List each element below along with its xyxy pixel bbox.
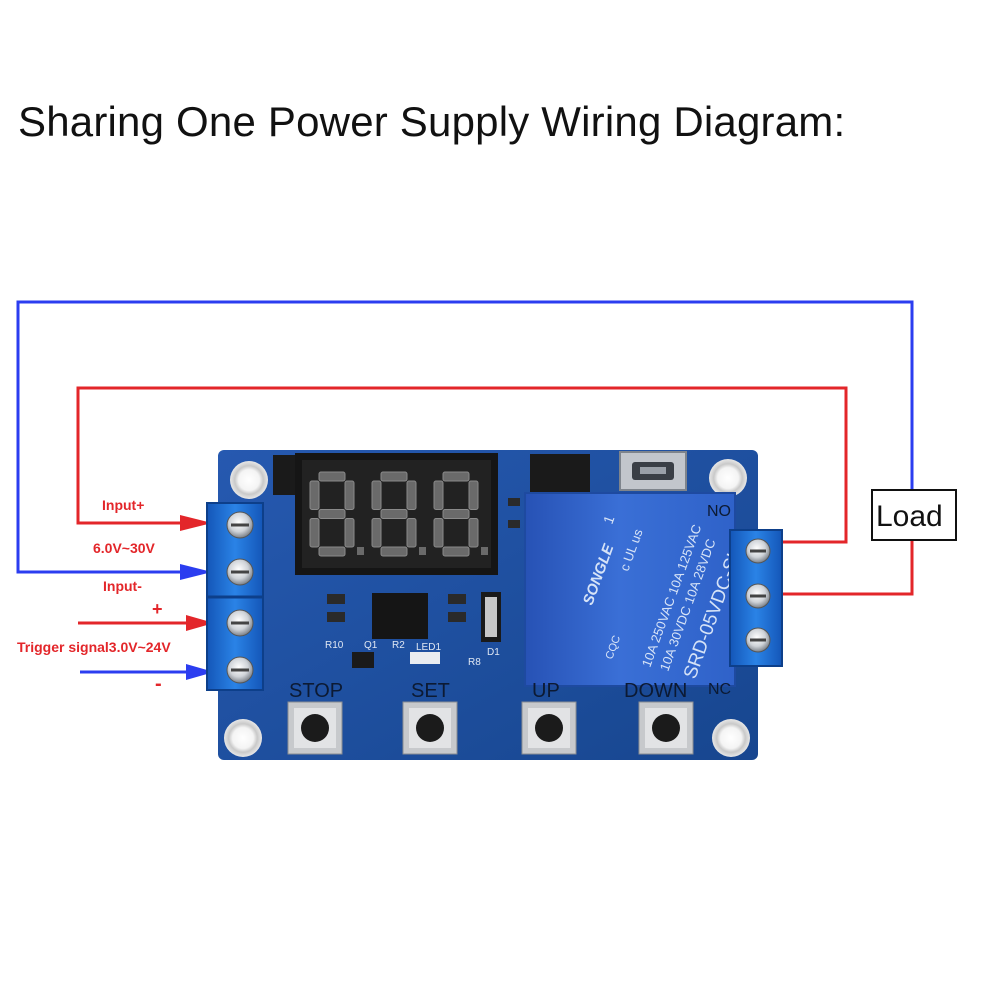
display-decimal-point [419,547,426,555]
screw-icon[interactable] [226,511,254,539]
display-digit [371,471,426,557]
wires [16,300,914,674]
display-segment [468,518,479,548]
trigger-plus-arrow-icon [186,615,214,631]
display-segment [309,518,320,548]
display-digit [433,471,488,557]
silk-r10: R10 [325,640,344,651]
screw-icon[interactable] [226,656,254,684]
display-segment [406,480,417,510]
silk-q1: Q1 [364,640,378,651]
display-segment [318,509,346,519]
input-plus-arrow-icon [180,515,212,531]
relay-module-board: R10 Q1 R2 LED1 R8 D1 SONGLE 1 c UL us CQ… [206,450,783,760]
input-minus-label: Input- [103,578,142,594]
display-segment [380,546,408,557]
screw-icon[interactable] [745,538,771,564]
display-segment [371,518,382,548]
screw-icon[interactable] [745,627,771,653]
chip-component [273,455,295,495]
display-segment [380,509,408,519]
display-segment [344,518,355,548]
display-segment [309,480,320,510]
screw-icon[interactable] [226,558,254,586]
mounting-hole-icon [712,719,750,757]
display-segment [433,518,444,548]
micro-usb-port[interactable] [619,451,687,491]
seven-segment-display [295,453,498,575]
display-segment [406,518,417,548]
display-segment [344,480,355,510]
smd-component [327,612,345,622]
load-return-wire [780,540,914,596]
display-decimal-point [357,547,364,555]
display-decimal-point [481,547,488,555]
display-segment [371,480,382,510]
relay-terminal-block [729,529,783,667]
stop-button[interactable] [287,701,343,755]
chip-component [530,454,590,494]
silk-r8: R8 [468,657,481,668]
display-segment [318,471,346,482]
display-segment [318,546,346,557]
up-button[interactable] [521,701,577,755]
voltage-range-label: 6.0V~30V [93,540,156,556]
screw-icon[interactable] [226,609,254,637]
down-button-label: DOWN [624,680,687,702]
set-button-label: SET [411,680,450,702]
display-digit [309,471,364,557]
positive-supply-wire [76,386,848,544]
input-minus-arrow-icon [180,564,212,580]
no-label: NO [707,503,731,520]
smd-component [327,594,345,604]
trigger-signal-label: Trigger signal3.0V~24V [17,639,171,655]
smd-component [448,612,466,622]
stop-button-label: STOP [289,680,343,702]
load-label: Load [876,500,943,533]
smd-component [448,594,466,604]
down-button[interactable] [638,701,694,755]
transistor-component [352,652,374,668]
screw-icon[interactable] [745,583,771,609]
led-indicator [410,652,440,664]
silk-d1: D1 [487,647,500,658]
input-plus-label: Input+ [102,497,144,513]
display-segment [433,480,444,510]
mounting-hole-icon [709,459,747,497]
set-button[interactable] [402,701,458,755]
mcu-chip [372,593,428,639]
smd-component [508,498,520,506]
mounting-hole-icon [224,719,262,757]
trigger-minus-label: - [155,673,162,695]
page-title: Sharing One Power Supply Wiring Diagram: [18,98,846,145]
trigger-plus-label: + [152,599,163,619]
mounting-hole-icon [230,461,268,499]
wire-arrows [180,515,214,680]
load-box: Load [871,489,957,541]
relay-module: SONGLE 1 c UL us CQC 10A 250VAC 10A 125V… [524,492,754,687]
display-segment [468,480,479,510]
nc-label: NC [708,681,731,698]
silk-r2: R2 [392,640,405,651]
smd-component [508,520,520,528]
negative-supply-wire [16,300,914,574]
display-segment [442,546,470,557]
display-segment [442,471,470,482]
up-button-label: UP [532,680,560,702]
input-terminal-block [206,502,264,691]
display-segment [380,471,408,482]
silk-led1: LED1 [416,642,441,653]
trigger-minus-arrow-icon [186,664,214,680]
display-segment [442,509,470,519]
